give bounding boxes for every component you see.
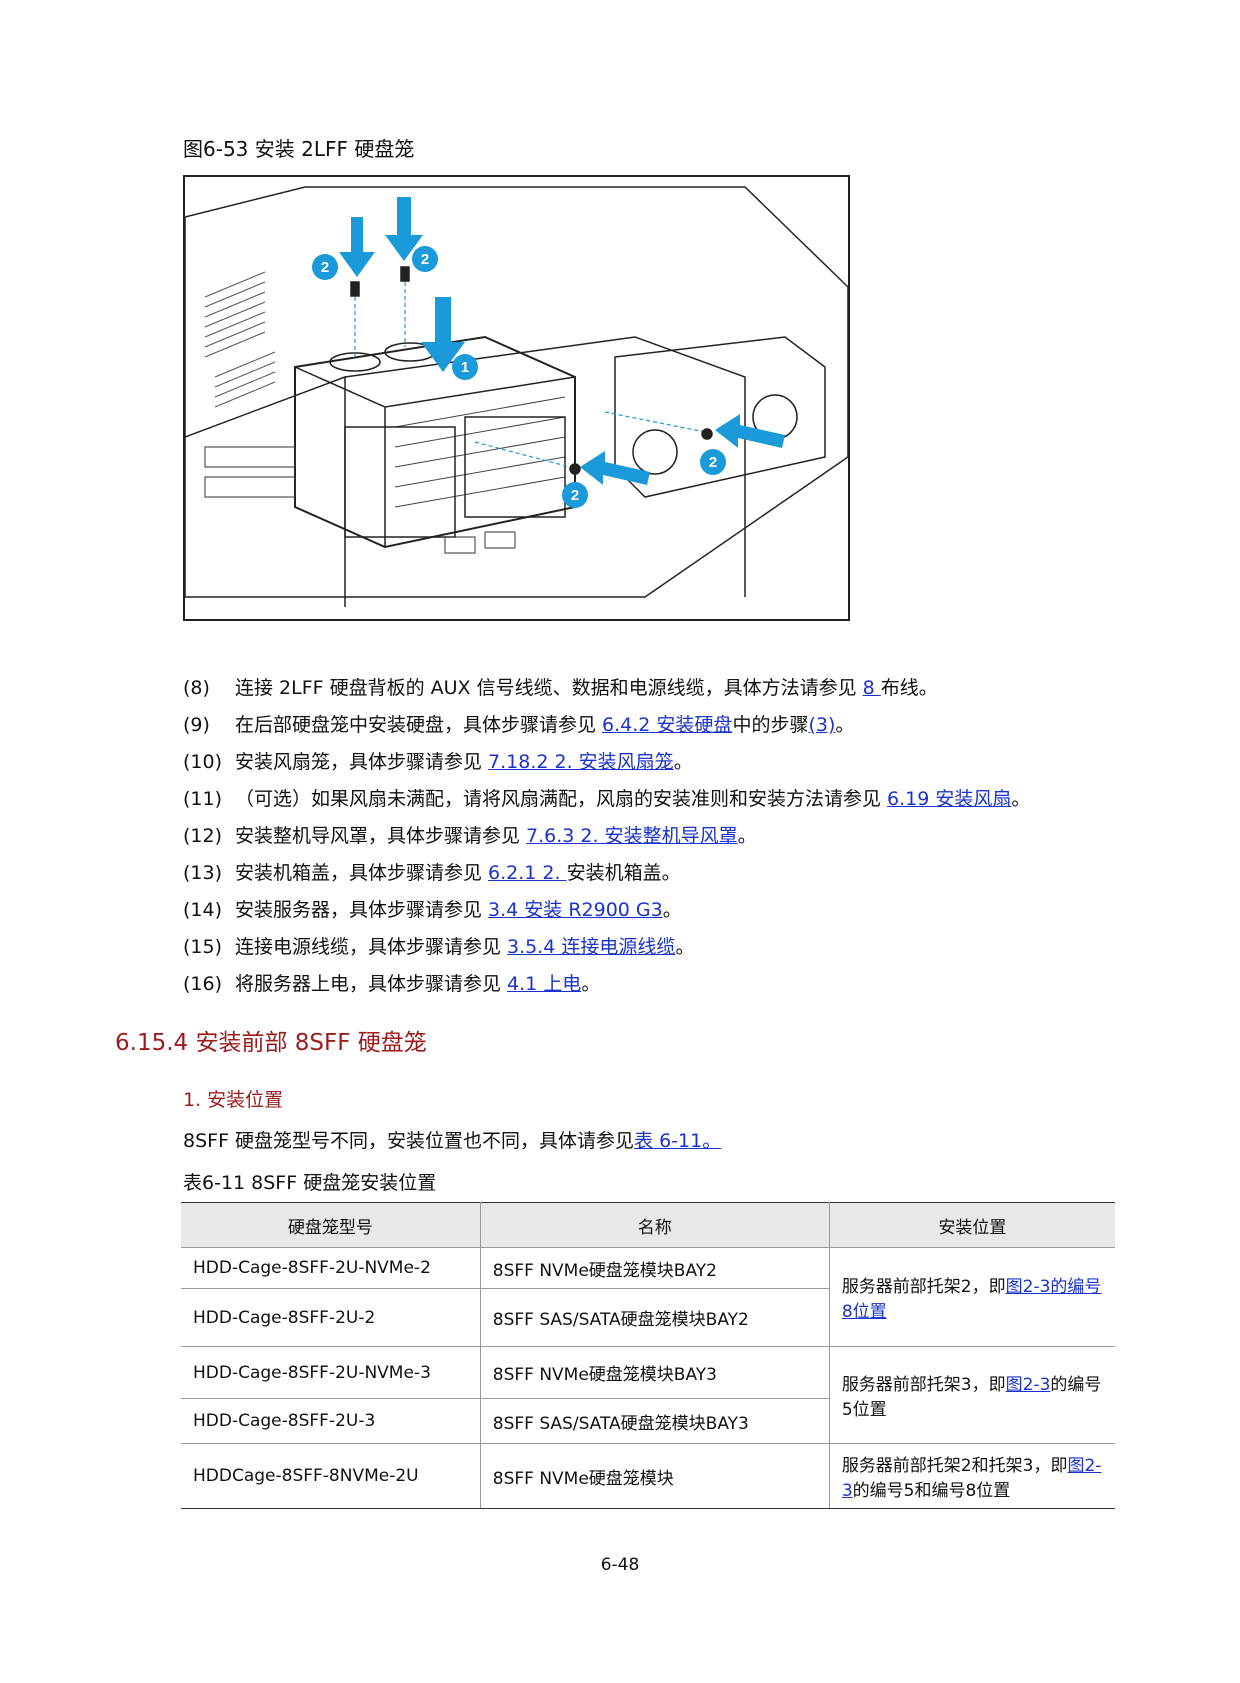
name-cell: 8SFF NVMe硬盘笼模块BAY2 (479, 1247, 830, 1289)
figure-illustration: 2 2 1 2 2 (183, 175, 850, 621)
model-cell: HDD-Cage-8SFF-2U-NVMe-2 (181, 1247, 481, 1289)
location-text: 服务器前部托架2和托架3，即 (841, 1456, 1068, 1476)
step-item: (16) 将服务器上电，具体步骤请参见 4.1 上电。 (183, 966, 1163, 1003)
page-number: 6-48 (600, 1555, 640, 1575)
table-row: HDD-Cage-8SFF-2U-NVMe-2 8SFF NVMe硬盘笼模块BA… (181, 1247, 1115, 1347)
name-cell: 8SFF SAS/SATA硬盘笼模块BAY3 (479, 1398, 830, 1444)
body-text: 8SFF 硬盘笼型号不同，安装位置也不同，具体请参见 (183, 1130, 635, 1152)
step-item: (15) 连接电源线缆，具体步骤请参见 3.5.4 连接电源线缆。 (183, 929, 1163, 966)
step-item: (9) 在后部硬盘笼中安装硬盘，具体步骤请参见 6.4.2 安装硬盘中的步骤(3)… (183, 707, 1163, 744)
step-item: (13) 安装机箱盖，具体步骤请参见 6.2.1 2. 安装机箱盖。 (183, 855, 1163, 892)
step-text: （可选）如果风扇未满配，请将风扇满配，风扇的安装准则和安装方法请参见 (235, 788, 888, 810)
step-item: (12) 安装整机导风罩，具体步骤请参见 7.6.3 2. 安装整机导风罩。 (183, 818, 1163, 855)
step-text-end: 。 (737, 825, 757, 847)
server-diagram: 2 2 1 2 2 (185, 186, 848, 607)
step-text-end: 。 (675, 936, 695, 958)
figure-link[interactable]: 图2-3 (1005, 1375, 1051, 1395)
callout-label: 2 (321, 259, 329, 276)
column-header: 硬盘笼型号 (181, 1202, 481, 1248)
location-cell: 服务器前部托架2和托架3，即图2-3的编号5和编号8位置 (828, 1443, 1115, 1509)
table-row: HDD-Cage-8SFF-2U-2 8SFF SAS/SATA硬盘笼模块BAY… (181, 1288, 1115, 1347)
step-number: (8) (183, 677, 210, 699)
location-text-end: 的编号5和编号8位置 (852, 1481, 1011, 1501)
step-text-end: 。 (581, 973, 601, 995)
figure-caption: 图6-53 安装 2LFF 硬盘笼 (183, 137, 415, 161)
step-link[interactable]: 6.2.1 2. (488, 862, 567, 884)
callout-label: 2 (421, 251, 429, 268)
step-text: 安装风扇笼，具体步骤请参见 (235, 751, 489, 773)
step-text: 安装机箱盖，具体步骤请参见 (235, 862, 489, 884)
steps-list: (8) 连接 2LFF 硬盘背板的 AUX 信号线缆、数据和电源线缆，具体方法请参… (183, 670, 1163, 1003)
step-link[interactable]: 3.5.4 连接电源线缆 (507, 936, 676, 958)
step-link[interactable]: 6.4.2 安装硬盘 (602, 714, 733, 736)
location-text: 服务器前部托架3，即 (841, 1375, 1006, 1395)
step-text: 连接 2LFF 硬盘背板的 AUX 信号线缆、数据和电源线缆，具体方法请参见 (235, 677, 863, 699)
location-text: 服务器前部托架2，即 (841, 1277, 1006, 1297)
install-arrows (339, 197, 785, 485)
step-number: (11) (183, 788, 223, 810)
location-cell: 服务器前部托架2，即图2-3的编号8位置 (828, 1247, 1115, 1347)
column-header: 安装位置 (828, 1202, 1115, 1248)
callout-label: 2 (709, 454, 717, 471)
step-text-end: 。 (673, 751, 693, 773)
install-location-table: 硬盘笼型号 名称 安装位置 HDD-Cage-8SFF-2U-NVMe-2 8S… (181, 1202, 1115, 1509)
model-cell: HDD-Cage-8SFF-2U-2 (181, 1288, 481, 1347)
step-text: 连接电源线缆，具体步骤请参见 (235, 936, 508, 958)
callout-label: 1 (461, 359, 469, 376)
table-row: HDD-Cage-8SFF-2U-NVMe-3 8SFF NVMe硬盘笼模块BA… (181, 1346, 1115, 1444)
name-cell: 8SFF SAS/SATA硬盘笼模块BAY2 (479, 1288, 830, 1347)
model-cell: HDD-Cage-8SFF-2U-3 (181, 1398, 481, 1444)
step-text: 将服务器上电，具体步骤请参见 (235, 973, 508, 995)
step-link-secondary[interactable]: (3) (808, 714, 836, 736)
step-link[interactable]: 7.6.3 2. 安装整机导风罩 (526, 825, 738, 847)
step-number: (12) (183, 825, 223, 847)
step-text-end: 安装机箱盖。 (566, 862, 681, 884)
step-text: 在后部硬盘笼中安装硬盘，具体步骤请参见 (235, 714, 603, 736)
step-number: (9) (183, 714, 210, 736)
section-heading: 6.15.4 安装前部 8SFF 硬盘笼 (115, 1030, 427, 1056)
subsection-heading: 1. 安装位置 (183, 1089, 284, 1111)
step-link[interactable]: 8 (862, 677, 881, 699)
step-number: (15) (183, 936, 223, 958)
body-paragraph: 8SFF 硬盘笼型号不同，安装位置也不同，具体请参见表 6-11。 (183, 1126, 721, 1153)
table-row: HDDCage-8SFF-8NVMe-2U 8SFF NVMe硬盘笼模块 服务器… (181, 1443, 1115, 1509)
column-header: 名称 (479, 1202, 830, 1248)
step-text: 安装整机导风罩，具体步骤请参见 (235, 825, 527, 847)
step-link[interactable]: 7.18.2 2. 安装风扇笼 (488, 751, 674, 773)
figure-link[interactable]: 图2-3的编号8位置 (841, 1277, 1102, 1322)
name-cell: 8SFF NVMe硬盘笼模块 (479, 1443, 830, 1509)
callout-label: 2 (571, 487, 579, 504)
model-cell: HDD-Cage-8SFF-2U-NVMe-3 (181, 1346, 481, 1399)
step-text-end: 布线。 (880, 677, 938, 699)
step-item: (8) 连接 2LFF 硬盘背板的 AUX 信号线缆、数据和电源线缆，具体方法请参… (183, 670, 1163, 707)
step-text-end: 。 (662, 899, 682, 921)
step-item: (11) （可选）如果风扇未满配，请将风扇满配，风扇的安装准则和安装方法请参见 6… (183, 781, 1163, 818)
step-text: 安装服务器，具体步骤请参见 (235, 899, 489, 921)
table-caption: 表6-11 8SFF 硬盘笼安装位置 (183, 1172, 437, 1194)
step-number: (14) (183, 899, 223, 921)
step-text-mid: 中的步骤 (732, 714, 809, 736)
step-text-end: 。 (835, 714, 855, 736)
name-cell: 8SFF NVMe硬盘笼模块BAY3 (479, 1346, 830, 1399)
step-item: (10) 安装风扇笼，具体步骤请参见 7.18.2 2. 安装风扇笼。 (183, 744, 1163, 781)
step-link[interactable]: 4.1 上电 (507, 973, 582, 995)
step-item: (14) 安装服务器，具体步骤请参见 3.4 安装 R2900 G3。 (183, 892, 1163, 929)
table-reference-link[interactable]: 表 6-11。 (634, 1130, 722, 1152)
location-text-end: 的编号5位置 (841, 1375, 1102, 1420)
figure-link[interactable]: 图2-3 (841, 1456, 1102, 1501)
step-link[interactable]: 3.4 安装 R2900 G3 (488, 899, 663, 921)
step-link[interactable]: 6.19 安装风扇 (887, 788, 1012, 810)
step-text-end: 。 (1011, 788, 1031, 810)
step-number: (16) (183, 973, 223, 995)
step-number: (13) (183, 862, 223, 884)
table-header-row: 硬盘笼型号 名称 安装位置 (181, 1202, 1115, 1248)
model-cell: HDDCage-8SFF-8NVMe-2U (181, 1443, 481, 1509)
step-number: (10) (183, 751, 223, 773)
location-cell: 服务器前部托架3，即图2-3的编号5位置 (828, 1346, 1115, 1444)
